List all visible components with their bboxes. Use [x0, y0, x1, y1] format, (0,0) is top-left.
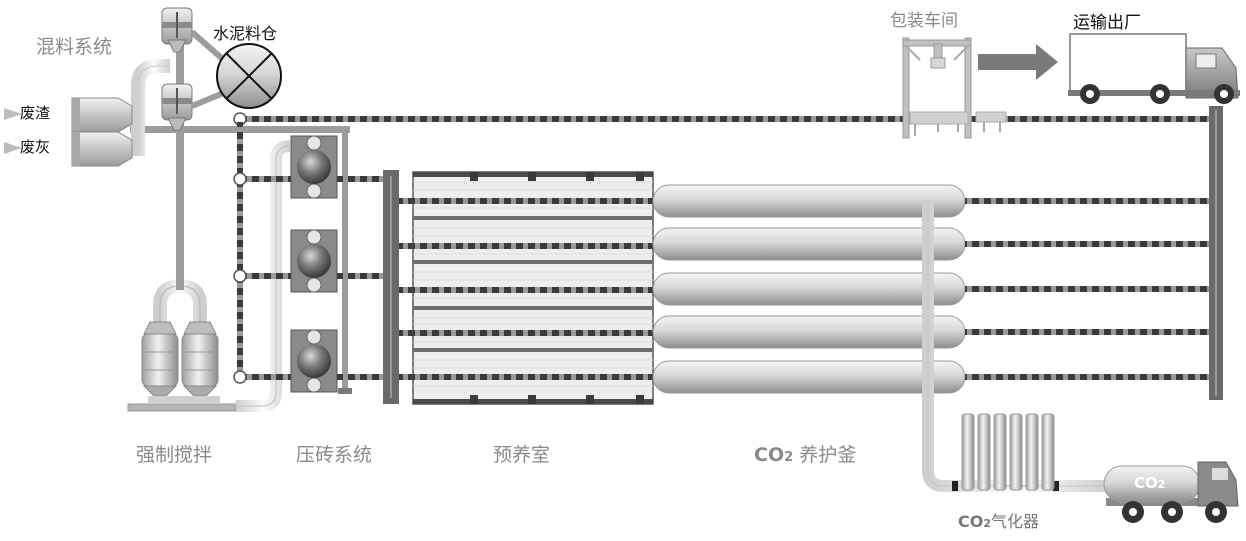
co2-vaporizer-suffix: 气化器	[991, 512, 1040, 531]
pressing-system-label: 压砖系统	[296, 444, 373, 466]
main-conveyor	[244, 116, 1216, 122]
packaging-workshop-label: 包装车间	[890, 11, 958, 31]
precuring-room	[412, 171, 654, 405]
fly-ash-label: 废灰	[20, 138, 51, 156]
tanker-co2-prefix: CO	[1134, 474, 1158, 492]
autoclave	[652, 272, 966, 306]
forced-mixer	[127, 270, 237, 412]
tanker-co2-label: CO2	[1134, 474, 1165, 492]
co2-curing-label: CO2 养护釜	[754, 440, 856, 467]
co2-vaporizer-label: CO2气化器	[958, 508, 1039, 532]
co2-curing-prefix: CO	[754, 444, 785, 466]
autoclave	[652, 315, 966, 349]
forced-mixing-label: 强制搅拌	[136, 444, 213, 466]
co2-vaporizer-prefix: CO	[958, 512, 984, 531]
shipment-arrow	[978, 44, 1058, 80]
pallet-return-conveyor	[237, 122, 243, 378]
brick-press-1	[290, 135, 338, 199]
delivery-truck	[1068, 33, 1240, 104]
waste-slag-hopper	[71, 97, 133, 133]
autoclave	[652, 360, 966, 394]
fly-ash-hopper	[71, 131, 133, 167]
packaging-workshop	[902, 37, 1007, 139]
waste-slag-label: 废渣	[20, 104, 51, 122]
co2-curing-suffix: 养护釜	[793, 444, 857, 466]
tanker-co2-sub: 2	[1157, 478, 1166, 491]
brick-press-3	[290, 329, 338, 393]
cement-silo-icon	[216, 43, 282, 109]
precuring-room-label: 预养室	[493, 444, 551, 466]
transport-out-label: 运输出厂	[1073, 13, 1141, 33]
brick-press-2	[290, 229, 338, 293]
cement-silo-label: 水泥料仓	[213, 24, 278, 43]
co2-tanker-truck	[1103, 461, 1239, 523]
co2-vaporizer-sub: 2	[983, 517, 991, 530]
autoclave	[652, 184, 966, 218]
co2-curing-sub: 2	[784, 450, 794, 465]
co2-vaporizer	[961, 413, 1055, 491]
autoclave	[652, 227, 966, 261]
mixing-system-label: 混料系统	[36, 36, 113, 58]
co2-curing-autoclaves	[652, 184, 966, 394]
